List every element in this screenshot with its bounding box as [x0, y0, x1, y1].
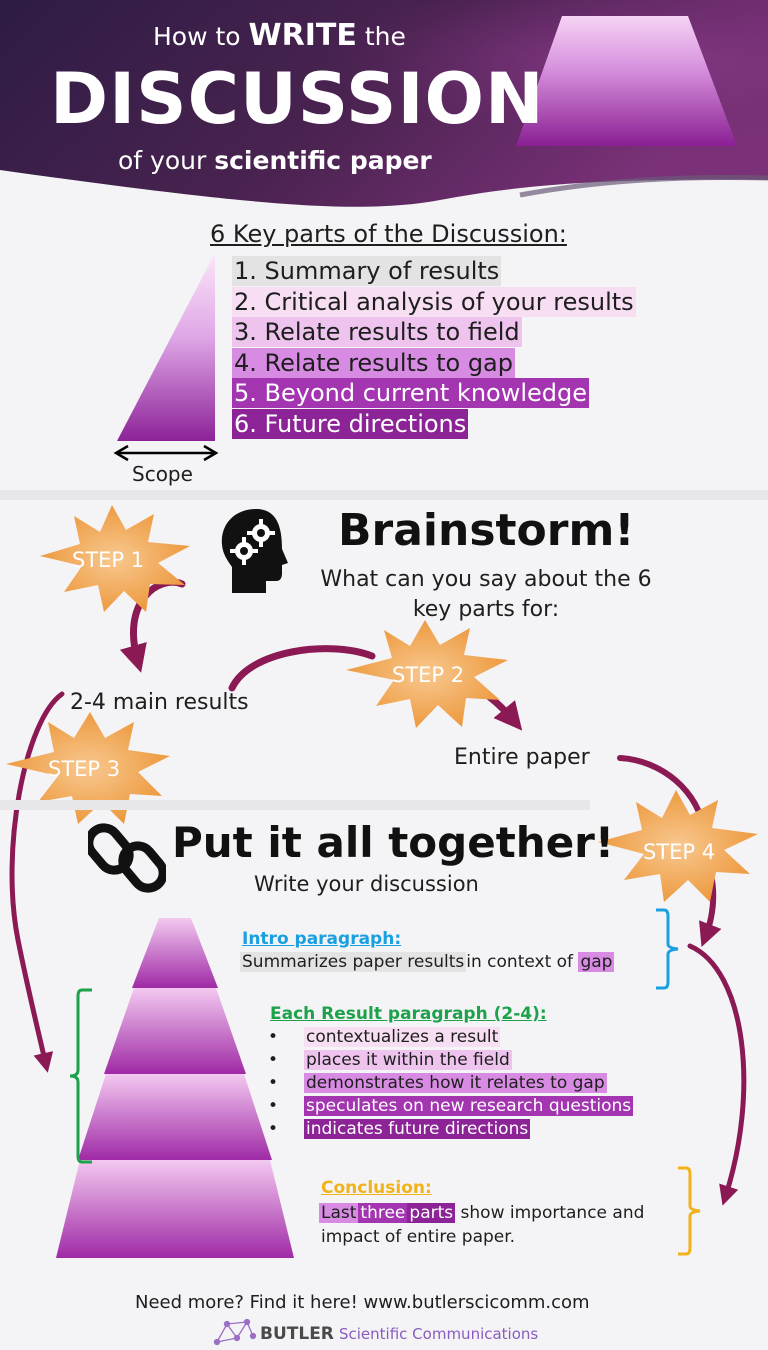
step-4-star	[598, 790, 758, 902]
list-item: •indicates future directions	[268, 1119, 531, 1139]
pyramid-base	[56, 1160, 294, 1258]
pyramid-top	[132, 918, 218, 988]
butler-network-logo-icon	[213, 1318, 257, 1346]
list-item: •places it within the field	[268, 1050, 512, 1070]
list-item: •speculates on new research questions	[268, 1096, 634, 1116]
conclusion-bracket	[678, 1166, 701, 1256]
intro-heading: Intro paragraph:	[242, 929, 402, 949]
step-4-label: STEP 4	[643, 840, 716, 864]
key-part-6: 6. Future directions	[232, 409, 469, 439]
list-item: •demonstrates how it relates to gap	[268, 1073, 607, 1093]
title-main: DISCUSSION	[50, 58, 545, 140]
key-part-3: 3. Relate results to field	[232, 317, 522, 347]
discussion-pyramid	[56, 918, 294, 1258]
step-1-label: STEP 1	[72, 548, 145, 572]
result-list: •contextualizes a result •places it with…	[268, 1026, 634, 1141]
together-heading: Put it all together!	[172, 818, 615, 867]
key-part-1: 1. Summary of results	[232, 256, 502, 286]
together-subheading: Write your discussion	[254, 872, 479, 896]
key-part-4: 4. Relate results to gap	[232, 348, 515, 378]
step-3-label: STEP 3	[48, 757, 121, 781]
section-divider	[0, 490, 768, 500]
chain-link-icon	[88, 823, 166, 893]
intro-bracket	[656, 908, 679, 990]
key-part-5: 5. Beyond current knowledge	[232, 378, 590, 408]
step-2-label: STEP 2	[392, 663, 465, 687]
footer-link-text[interactable]: Need more? Find it here! www.butlerscico…	[135, 1292, 590, 1313]
entire-paper-label: Entire paper	[454, 745, 590, 770]
key-part-2: 2. Critical analysis of your results	[232, 287, 636, 317]
header-banner	[0, 0, 768, 207]
main-results-label: 2-4 main results	[70, 690, 249, 715]
scope-triangle	[113, 253, 219, 462]
step-2-star	[346, 620, 508, 728]
header-trapezoid	[516, 16, 737, 146]
list-item: •contextualizes a result	[268, 1027, 501, 1047]
result-heading: Each Result paragraph (2-4):	[270, 1004, 547, 1024]
scope-label: Scope	[132, 462, 193, 486]
title-line-1: How to WRITE the	[153, 18, 406, 53]
head-gears-icon	[221, 509, 288, 593]
key-parts-title: 6 Key parts of the Discussion:	[210, 220, 567, 248]
butler-brand: BUTLER Scientific Communications	[260, 1324, 539, 1344]
pyramid-tier-3	[78, 1074, 272, 1160]
conclusion-heading: Conclusion:	[321, 1178, 432, 1198]
results-bracket	[69, 988, 92, 1164]
step-1-star	[40, 505, 190, 612]
step-3-star	[6, 712, 170, 824]
title-line-3: of your scientific paper	[118, 146, 432, 175]
brainstorm-heading: Brainstorm!	[338, 505, 635, 556]
scope-arrow	[113, 444, 219, 462]
pyramid-tier-2	[104, 988, 246, 1074]
section-divider-2	[0, 800, 590, 810]
brainstorm-question: What can you say about the 6 key parts f…	[320, 567, 652, 622]
